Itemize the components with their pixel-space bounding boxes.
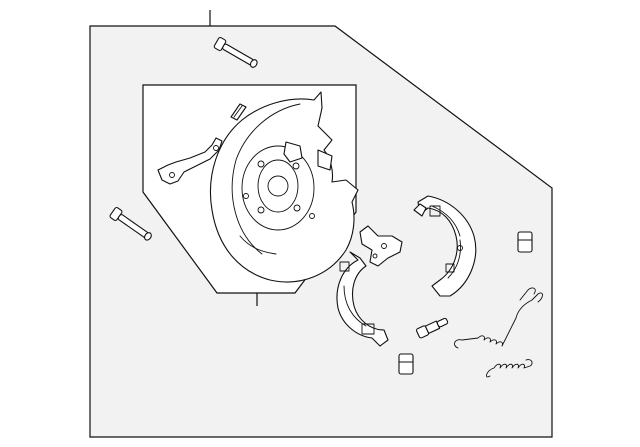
backing-plate xyxy=(209,91,359,283)
hold-down-pin-2 xyxy=(109,207,152,241)
return-spring-2 xyxy=(486,359,533,378)
strut xyxy=(413,203,427,217)
adjuster-lever xyxy=(157,137,223,185)
adjuster-screw xyxy=(415,317,449,339)
parking-lever xyxy=(359,225,403,267)
retainer-cap-2 xyxy=(398,353,414,375)
clip xyxy=(230,103,247,121)
brake-shoe-rear xyxy=(336,251,389,347)
hold-down-pin xyxy=(213,36,258,68)
brake-shoe-front xyxy=(417,195,477,297)
return-spring xyxy=(454,287,543,349)
retainer-cap xyxy=(517,231,533,253)
